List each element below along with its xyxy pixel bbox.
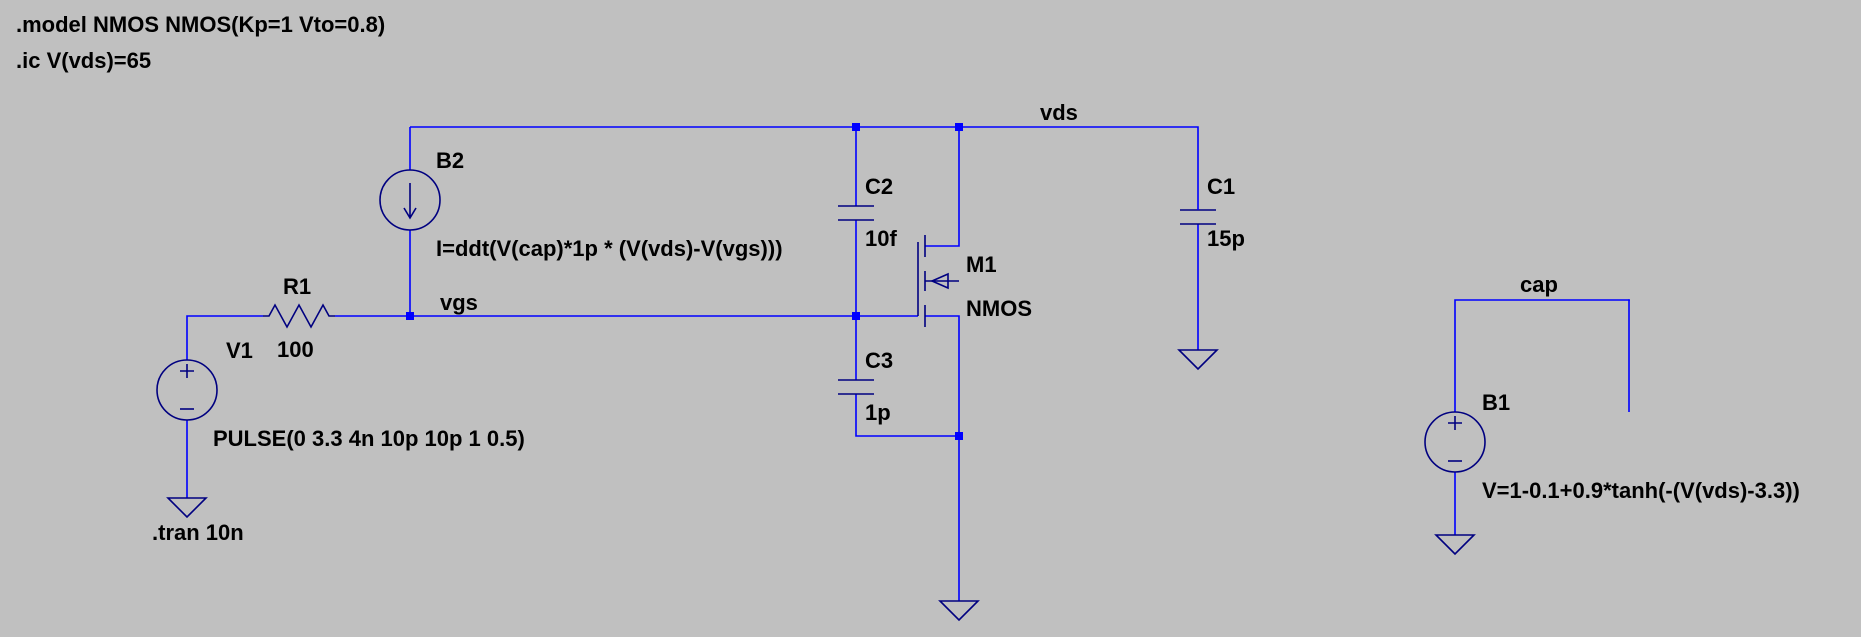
- net-label-vds[interactable]: vds: [1040, 100, 1078, 125]
- r1-resistor[interactable]: [263, 303, 335, 329]
- net-label-vgs[interactable]: vgs: [440, 290, 478, 315]
- ground-icon: [938, 600, 980, 622]
- wires: [186, 126, 1630, 601]
- wire-vds-net[interactable]: [410, 126, 1199, 160]
- junction-vds-m1: [955, 123, 963, 131]
- ground-icon: [1434, 534, 1476, 556]
- m1-value[interactable]: NMOS: [966, 296, 1032, 321]
- c2-capacitor[interactable]: [838, 205, 874, 221]
- ground-symbols: [166, 349, 1476, 622]
- wire-m1-source[interactable]: [925, 315, 960, 601]
- wire-cap-net-top[interactable]: [1454, 299, 1629, 412]
- plus-icon: [180, 364, 194, 378]
- b1-ref[interactable]: B1: [1482, 390, 1510, 415]
- v1-ref[interactable]: V1: [226, 338, 253, 363]
- junction-source-c3: [955, 432, 963, 440]
- c1-ref[interactable]: C1: [1207, 174, 1235, 199]
- m1-ref[interactable]: M1: [966, 252, 997, 277]
- c3-ref[interactable]: C3: [865, 348, 893, 373]
- c2-ref[interactable]: C2: [865, 174, 893, 199]
- net-label-cap[interactable]: cap: [1520, 272, 1558, 297]
- m1-nmos-transistor[interactable]: [917, 235, 959, 327]
- text-labels: .model NMOS NMOS(Kp=1 Vto=0.8) .ic V(vds…: [16, 12, 1800, 545]
- c3-value[interactable]: 1p: [865, 400, 891, 425]
- junction-vds-c2: [852, 123, 860, 131]
- model-directive[interactable]: .model NMOS NMOS(Kp=1 Vto=0.8): [16, 12, 385, 37]
- c3-capacitor[interactable]: [838, 379, 874, 395]
- junction-vgs-c2: [852, 312, 860, 320]
- m1-arrow-icon: [930, 272, 949, 290]
- tran-directive[interactable]: .tran 10n: [152, 520, 244, 545]
- plus-icon: [1448, 416, 1462, 430]
- v1-value[interactable]: PULSE(0 3.3 4n 10p 10p 1 0.5): [213, 426, 525, 451]
- ground-icon: [1177, 349, 1219, 371]
- v1-voltage-source[interactable]: [156, 359, 218, 421]
- current-arrow-icon: [403, 183, 417, 220]
- ic-directive[interactable]: .ic V(vds)=65: [16, 48, 151, 73]
- c1-capacitor[interactable]: [1180, 160, 1216, 225]
- c2-value[interactable]: 10f: [865, 226, 897, 251]
- wire-v1-to-r1[interactable]: [186, 315, 263, 360]
- b1-voltage-source[interactable]: [1424, 411, 1486, 473]
- wire-cap-net[interactable]: [1628, 299, 1630, 412]
- wire-m1-drain[interactable]: [925, 127, 960, 247]
- b2-current-source[interactable]: [379, 169, 441, 231]
- r1-ref[interactable]: R1: [283, 274, 311, 299]
- b2-ref[interactable]: B2: [436, 148, 464, 173]
- c1-value[interactable]: 15p: [1207, 226, 1245, 251]
- ground-icon: [166, 497, 208, 519]
- junction-vgs-b2: [406, 312, 414, 320]
- b2-value[interactable]: I=ddt(V(cap)*1p * (V(vds)-V(vgs))): [436, 236, 783, 261]
- wire-c3-bottom[interactable]: [855, 394, 959, 437]
- b1-value[interactable]: V=1-0.1+0.9*tanh(-(V(vds)-3.3)): [1482, 478, 1800, 503]
- junctions: [406, 123, 963, 440]
- r1-value[interactable]: 100: [277, 337, 314, 362]
